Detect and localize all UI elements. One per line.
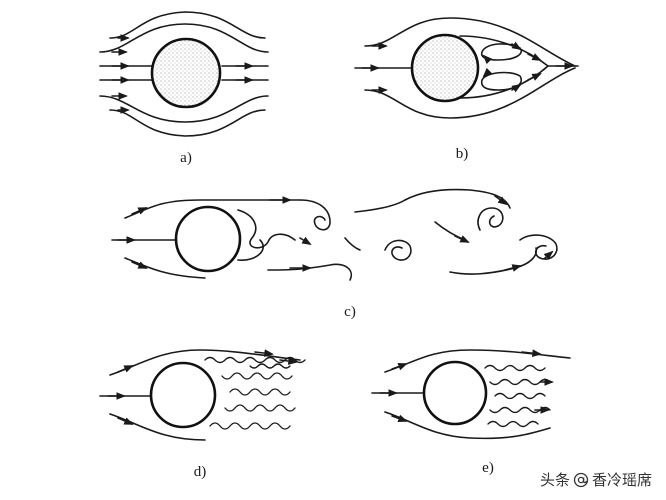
vortex xyxy=(384,239,412,261)
arrow-icon xyxy=(511,41,522,51)
streamline xyxy=(364,17,576,67)
streamline xyxy=(109,11,266,39)
arrow-icon xyxy=(131,261,148,269)
streamline xyxy=(384,411,551,440)
panel-c: c) xyxy=(111,188,558,320)
cylinder xyxy=(150,37,222,109)
arrow-icon xyxy=(299,236,312,245)
watermark-prefix: 头条 xyxy=(539,471,570,489)
arrow-icon xyxy=(482,54,493,65)
panel-label-d: d) xyxy=(194,464,207,480)
streamline xyxy=(109,109,266,137)
cylinder xyxy=(422,360,488,426)
arrow-icon xyxy=(543,250,554,260)
vortex xyxy=(519,234,558,260)
vortex-street xyxy=(404,188,511,209)
panel-a: a) xyxy=(99,11,269,166)
turbulent-wake xyxy=(494,392,546,400)
arrow-icon xyxy=(504,264,522,272)
arrow-icon xyxy=(279,357,298,365)
vortex-street xyxy=(344,237,361,251)
vortex-street xyxy=(237,239,264,261)
turbulent-wake xyxy=(229,388,291,396)
vortex-street xyxy=(267,263,352,281)
arrow-icon xyxy=(527,53,542,61)
arrow-icon xyxy=(527,73,542,81)
streamline xyxy=(109,413,206,441)
watermark-author: 香冷瑶席 xyxy=(591,471,652,489)
vortex xyxy=(434,221,466,241)
vortex xyxy=(299,199,331,231)
cylinder xyxy=(149,361,217,429)
panel-label-c: c) xyxy=(344,304,356,320)
turbulent-wake xyxy=(224,404,296,412)
vortex xyxy=(354,199,406,213)
streamline xyxy=(99,95,269,123)
panel-label-a: a) xyxy=(180,150,192,166)
turbulent-wake xyxy=(484,364,546,372)
streamline xyxy=(364,67,576,119)
arrow-icon xyxy=(511,83,522,93)
watermark: 头条 香冷瑶席 xyxy=(540,469,652,490)
vortex-street xyxy=(449,247,538,275)
cylinder xyxy=(174,205,242,273)
streamline xyxy=(99,23,269,53)
turbulent-wake xyxy=(209,422,291,430)
arrow-icon xyxy=(454,235,470,243)
arrow-icon xyxy=(117,365,134,373)
streamline xyxy=(384,349,571,373)
arrow-icon xyxy=(521,349,542,357)
panel-e: e) xyxy=(371,349,571,476)
arrow-icon xyxy=(494,195,508,206)
panel-label-e: e) xyxy=(482,460,494,476)
at-sign-icon xyxy=(573,472,589,487)
panel-b: b) xyxy=(354,17,579,162)
vortex xyxy=(477,207,504,231)
arrow-icon xyxy=(131,207,148,215)
arrow-icon xyxy=(254,349,274,357)
turbulent-wake xyxy=(487,420,539,428)
streamline xyxy=(124,257,206,279)
arrow-icon xyxy=(482,67,493,78)
panel-d: d) xyxy=(99,349,306,480)
arrow-icon xyxy=(117,417,134,425)
arrow-icon xyxy=(391,362,408,371)
vortex-street xyxy=(237,209,296,249)
turbulent-wake xyxy=(249,363,291,369)
cylinder xyxy=(410,33,480,103)
turbulent-wake xyxy=(221,372,293,380)
arrow-icon xyxy=(391,414,408,423)
panel-label-b: b) xyxy=(456,146,469,162)
